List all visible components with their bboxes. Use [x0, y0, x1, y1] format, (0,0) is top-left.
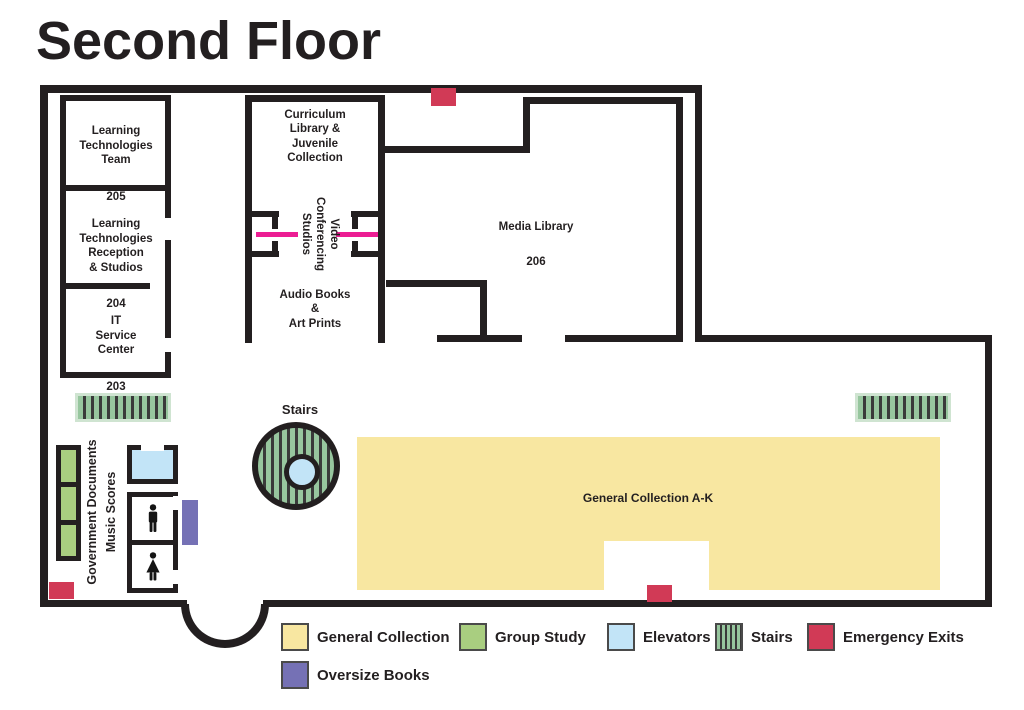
wall-segment — [676, 97, 683, 342]
legend-item-group-study: Group Study — [459, 623, 586, 651]
room-205-label: Learning Technologies Team 205 — [64, 110, 168, 219]
legend-item-stairs: Stairs — [715, 623, 793, 651]
wall-segment — [40, 85, 702, 93]
emergency-exits-swatch — [807, 623, 835, 651]
room-203-number: 203 — [106, 380, 126, 393]
page-title: Second Floor — [36, 11, 382, 71]
media-library-number: 206 — [526, 256, 546, 269]
wall-segment — [60, 185, 165, 191]
mens-restroom — [132, 497, 173, 540]
wall-segment — [272, 217, 278, 229]
group-study-swatch — [459, 623, 487, 651]
room-203-name: IT Service Center — [95, 315, 137, 357]
wall-segment — [272, 241, 278, 253]
wall-segment — [40, 85, 48, 607]
elevator-door-gap — [141, 444, 164, 451]
wall-segment — [252, 251, 279, 257]
restroom-door-gap — [173, 570, 179, 584]
emergency-exit-bottom-left — [49, 582, 74, 599]
wall-segment — [60, 283, 150, 289]
legend-label: Stairs — [751, 628, 793, 646]
room-205-number: 205 — [106, 190, 126, 203]
general-collection-swatch — [281, 623, 309, 651]
group-study-rooms — [56, 445, 81, 561]
room-205-name: Learning Technologies Team — [79, 125, 153, 167]
room-204-label: Learning Technologies Reception & Studio… — [64, 203, 168, 326]
group-study-divider — [61, 482, 76, 487]
legend-label: Elevators — [643, 628, 711, 646]
wall-segment — [252, 211, 279, 217]
entry-arc-wall — [181, 604, 269, 648]
wall-segment — [40, 600, 187, 607]
wall-segment — [437, 335, 522, 342]
legend-label: Oversize Books — [317, 666, 430, 684]
restroom-door-gap — [173, 496, 179, 510]
male-icon — [148, 503, 157, 532]
legend-item-elevators: Elevators — [607, 623, 711, 651]
stairs-label: Stairs — [281, 402, 319, 417]
wall-segment — [695, 85, 702, 342]
media-library-label: Media Library 206 — [486, 206, 586, 284]
wall-segment — [480, 280, 487, 342]
legend-label: Group Study — [495, 628, 586, 646]
wall-segment — [245, 95, 385, 102]
media-library-name: Media Library — [498, 221, 574, 234]
general-collection-label: General Collection A-K — [582, 491, 714, 505]
wall-segment — [985, 335, 992, 607]
wall-segment — [523, 97, 530, 153]
wall-segment — [352, 217, 358, 229]
wall-segment — [165, 240, 171, 338]
restrooms-box — [127, 492, 178, 593]
wall-segment — [352, 241, 358, 253]
wall-segment — [60, 185, 66, 378]
wall-segment — [245, 95, 252, 343]
studio-door-right — [336, 232, 378, 237]
emergency-exit-bottom-center — [647, 585, 672, 602]
group-study-divider — [61, 520, 76, 525]
legend-item-general-collection: General Collection — [281, 623, 450, 651]
wall-segment — [263, 600, 992, 607]
restroom-divider — [127, 540, 178, 545]
wall-segment — [386, 280, 487, 287]
audio-books-label: Audio Books & Art Prints — [279, 289, 351, 330]
wall-segment — [165, 352, 171, 378]
oversize-books-swatch — [281, 661, 309, 689]
legend-label: Emergency Exits — [843, 628, 964, 646]
room-203-label: IT Service Center 203 — [64, 300, 168, 409]
wall-segment — [351, 251, 378, 257]
stairs-circle — [252, 422, 340, 510]
legend-item-emergency-exits: Emergency Exits — [807, 623, 964, 651]
wall-segment — [385, 146, 530, 153]
wall-segment — [351, 211, 378, 217]
video-conferencing-label: Video Conferencing Studios — [300, 196, 340, 272]
wall-segment — [378, 95, 385, 343]
studio-door-left — [256, 232, 298, 237]
womens-restroom — [132, 545, 173, 588]
government-documents-label: Government Documents Music Scores — [85, 439, 119, 585]
elevators-swatch — [607, 623, 635, 651]
legend-item-oversize-books: Oversize Books — [281, 661, 430, 689]
wall-segment — [523, 97, 683, 104]
room-204-number: 204 — [106, 298, 126, 311]
stairs-swatch — [715, 623, 743, 651]
stairs-circle-core — [284, 454, 320, 490]
wall-segment — [565, 335, 683, 342]
oversize-books-area — [182, 500, 198, 545]
wall-segment — [695, 335, 992, 342]
curriculum-library-label: Curriculum Library & Juvenile Collection — [284, 109, 346, 165]
room-204-name: Learning Technologies Reception & Studio… — [79, 218, 153, 274]
wall-segment — [165, 185, 171, 218]
general-collection-notch — [604, 541, 709, 590]
stairs-strip-right — [858, 396, 948, 419]
wall-segment — [60, 372, 171, 378]
stairs-strip-left — [78, 396, 168, 419]
legend-label: General Collection — [317, 628, 450, 646]
emergency-exit-top — [431, 88, 456, 106]
female-icon — [145, 551, 160, 580]
